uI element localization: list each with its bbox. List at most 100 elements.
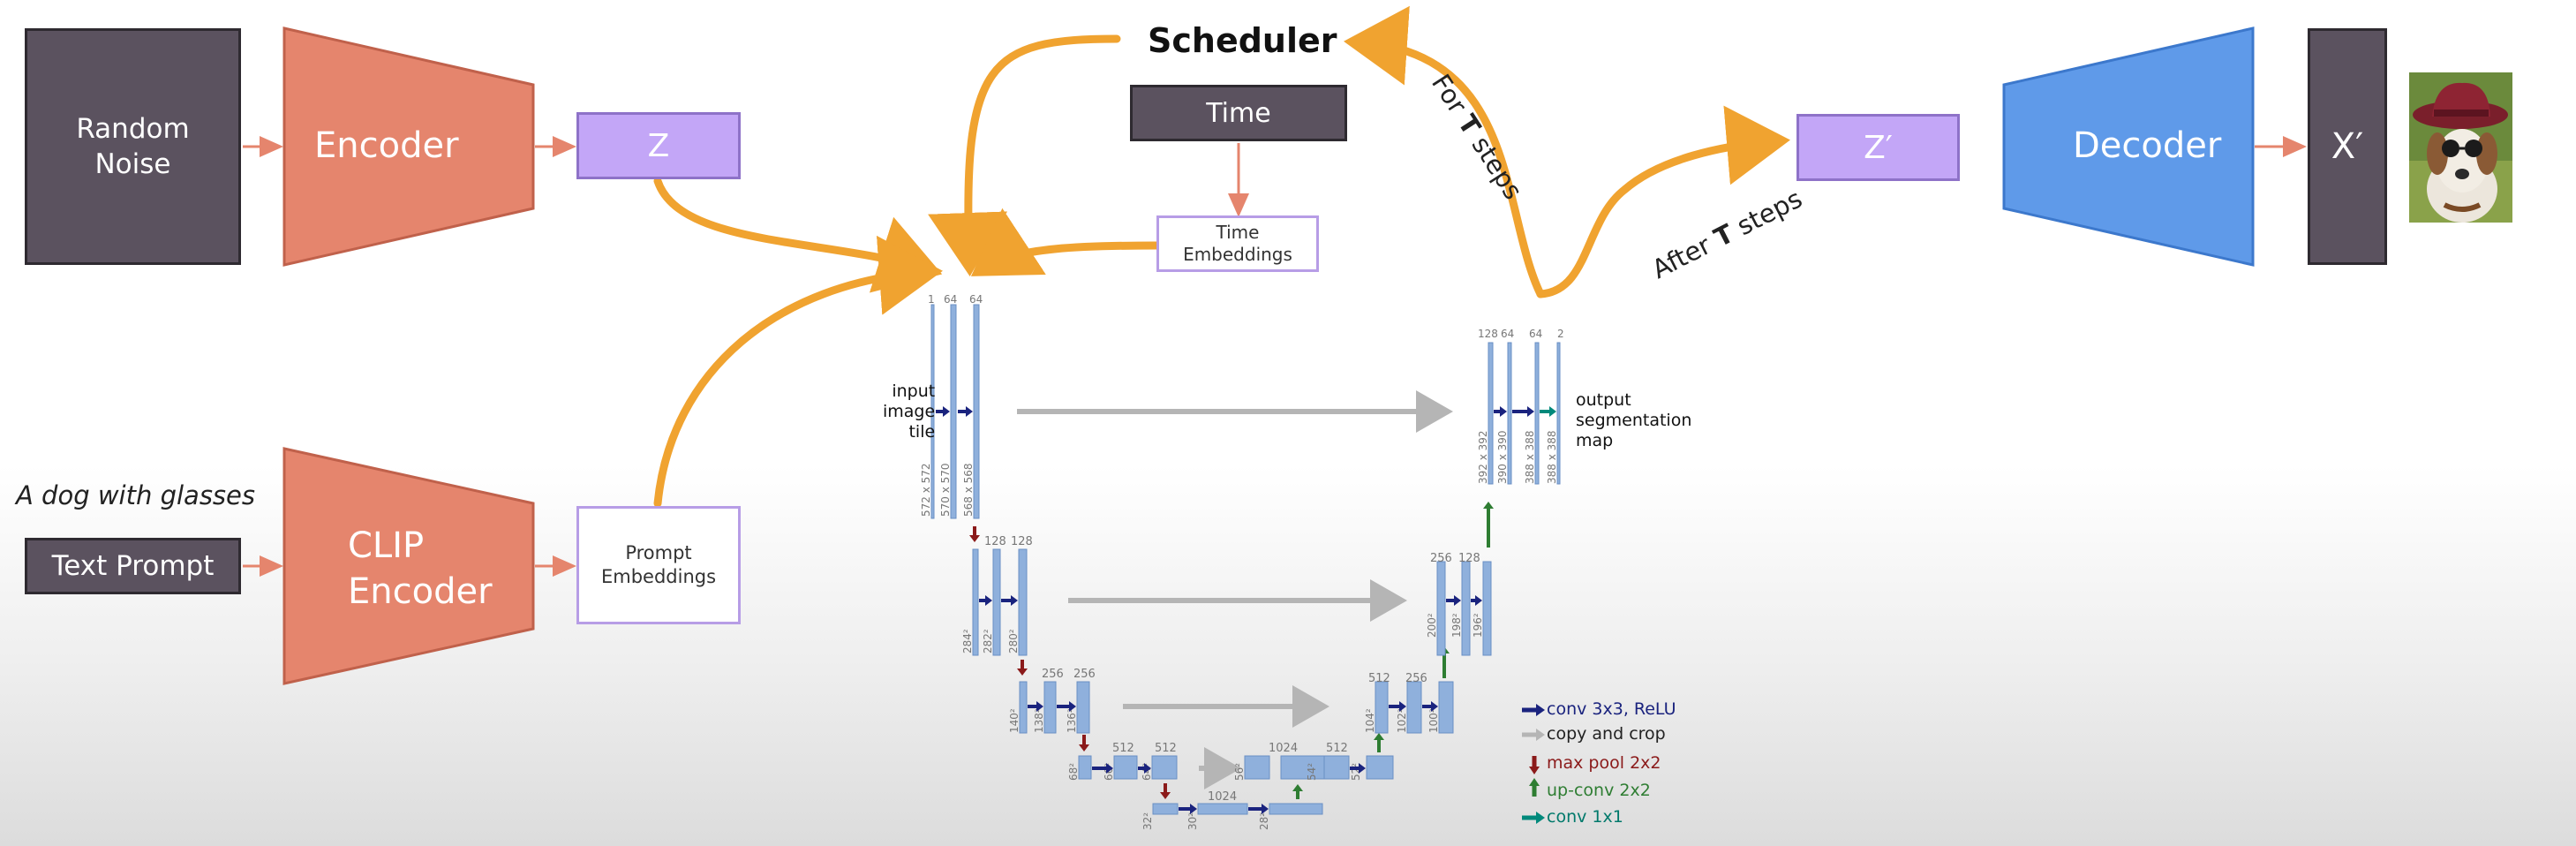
unet-l4-conv-arrow-2-head bbox=[1144, 763, 1151, 774]
unet-bottom-channel-0: 1024 bbox=[1208, 790, 1237, 804]
unet-l2-size-0: 284² bbox=[961, 629, 974, 653]
legend-conv-arrowhead bbox=[1536, 704, 1545, 716]
z-box: Z bbox=[576, 112, 741, 179]
unet-output-label: output segmentation map bbox=[1576, 390, 1692, 450]
generated-dog-image bbox=[2409, 72, 2512, 223]
unet-l1-channel-0: 1 bbox=[928, 293, 935, 306]
unet-up1-conv-arrow-1-head bbox=[1500, 406, 1507, 417]
unet-l2-maxpool-arrow-head bbox=[1017, 668, 1028, 676]
unet-l3-maxpool-arrow-head bbox=[1079, 744, 1089, 752]
unet-up1-bar-3 bbox=[1534, 342, 1540, 485]
legend-conv-text: conv 3x3, ReLU bbox=[1547, 699, 1676, 719]
z-prime-box: Z′ bbox=[1796, 114, 1960, 181]
text-prompt-box: Text Prompt bbox=[25, 538, 241, 594]
unet-up2-size-0: 200² bbox=[1426, 613, 1438, 638]
unet-l2-bar-1 bbox=[972, 548, 979, 656]
unet-l2-size-1: 282² bbox=[982, 629, 994, 653]
unet-bottom-size-1: 30² bbox=[1186, 812, 1199, 830]
unet-up4-conv-arrow-1-head bbox=[1359, 763, 1366, 774]
unet-up2-size-2: 196² bbox=[1472, 613, 1484, 638]
text-prompt-label: Text Prompt bbox=[51, 550, 215, 582]
prompt-caption: A dog with glasses bbox=[16, 480, 255, 510]
unet-l4-conv-arrow-1-head bbox=[1106, 763, 1113, 774]
unet-up4-upconv-arrow-head bbox=[1374, 733, 1384, 740]
unet-up4-bar-3 bbox=[1323, 755, 1350, 780]
unet-up3-bar-2 bbox=[1406, 681, 1422, 734]
unet-up1-channel-3: 2 bbox=[1557, 328, 1564, 340]
unet-bottom-size-2: 28² bbox=[1258, 812, 1270, 830]
unet-up2-size-1: 198² bbox=[1450, 613, 1463, 638]
legend-upconv-arrowhead bbox=[1529, 778, 1540, 786]
time-label: Time bbox=[1206, 97, 1271, 129]
unet-up4-bar-4 bbox=[1366, 755, 1394, 780]
encoder-label: Encoder bbox=[314, 125, 459, 166]
unet-up3-conv-arrow-2-head bbox=[1431, 701, 1438, 712]
unet-bottom-conv-arrow-2-head bbox=[1262, 804, 1269, 814]
unet-l1-bar-3 bbox=[973, 304, 980, 519]
x-prime-label: X′ bbox=[2331, 126, 2364, 167]
unet-l3-bar-2 bbox=[1043, 681, 1057, 734]
unet-up2-channel-1: 128 bbox=[1458, 552, 1480, 565]
unet-l4-channel-0: 512 bbox=[1112, 742, 1134, 755]
unet-up3-size-2: 100² bbox=[1427, 708, 1440, 733]
unet-l4-bar-1 bbox=[1078, 755, 1092, 780]
legend-maxpool-text: max pool 2x2 bbox=[1547, 753, 1661, 773]
legend-copy-arrowhead bbox=[1536, 729, 1545, 741]
unet-up1-size-2: 388 x 388 bbox=[1524, 430, 1536, 484]
unet-up1-channel-1: 64 bbox=[1501, 328, 1514, 340]
prompt-embeddings-box: Prompt Embeddings bbox=[576, 506, 741, 624]
unet-up2-conv-arrow-2-head bbox=[1475, 595, 1482, 606]
unet-up3-channel-0: 512 bbox=[1368, 672, 1390, 685]
unet-up3-conv-arrow-1-head bbox=[1399, 701, 1406, 712]
unet-up1-bar-4 bbox=[1556, 342, 1561, 485]
unet-up1-size-3: 388 x 388 bbox=[1546, 430, 1558, 484]
time-embeddings-box: Time Embeddings bbox=[1156, 215, 1319, 272]
unet-l2-conv-arrow-2-head bbox=[1011, 595, 1018, 606]
prompt-embeddings-label: Prompt Embeddings bbox=[600, 542, 717, 587]
unet-l3-size-0: 140² bbox=[1008, 708, 1021, 733]
unet-l2-channel-0: 128 bbox=[984, 535, 1006, 548]
unet-legend bbox=[1522, 704, 1545, 824]
unet-up4-size-1: 54² bbox=[1306, 763, 1318, 781]
unet-l2-channel-1: 128 bbox=[1011, 535, 1033, 548]
unet-up3-bar-3 bbox=[1438, 681, 1454, 734]
unet-l3-conv-arrow-2-head bbox=[1069, 701, 1076, 712]
unet-up1-channel-2: 64 bbox=[1529, 328, 1542, 340]
unet-l4-channel-1: 512 bbox=[1155, 742, 1177, 755]
clip-encoder-label: CLIP Encoder bbox=[348, 525, 493, 612]
random-noise-label: Random Noise bbox=[76, 113, 190, 180]
unet-bottom-bar-3 bbox=[1269, 803, 1323, 815]
unet-bottom-size-0: 32² bbox=[1141, 812, 1154, 830]
unet-bottom-upconv-arrow-head bbox=[1292, 784, 1303, 791]
unet-up3-channel-1: 256 bbox=[1405, 672, 1427, 685]
z-label: Z bbox=[647, 127, 670, 164]
legend-copy-text: copy and crop bbox=[1547, 724, 1666, 744]
unet-up1-size-1: 390 x 390 bbox=[1496, 430, 1509, 484]
unet-bottom-conv-arrow-1-head bbox=[1190, 804, 1197, 814]
unet-l1-channel-1: 64 bbox=[944, 293, 957, 306]
prompt-embeddings-to-unet-arrow bbox=[653, 235, 943, 508]
time-box: Time bbox=[1130, 85, 1347, 141]
unet-up2-bar-2 bbox=[1461, 561, 1471, 656]
unet-l3-bar-3 bbox=[1076, 681, 1090, 734]
unet-l4-bar-2 bbox=[1113, 755, 1138, 780]
unet-l3-size-2: 136² bbox=[1066, 708, 1078, 733]
unet-up1-bar-2 bbox=[1507, 342, 1512, 485]
unet-bottom-bar-2 bbox=[1197, 803, 1248, 815]
unet-up2-bar-3 bbox=[1482, 561, 1492, 656]
unet-up1-channel-0: 128 bbox=[1478, 328, 1498, 340]
unet-up2-upconv-arrow-head bbox=[1483, 502, 1494, 509]
unet-up4-channel-0: 1024 bbox=[1269, 742, 1298, 755]
unet-l3-size-1: 138² bbox=[1033, 708, 1045, 733]
unet-up3-size-1: 102² bbox=[1396, 708, 1408, 733]
unet-up1-bar-1 bbox=[1488, 342, 1494, 485]
encoder-shape bbox=[282, 26, 535, 267]
time-embeddings-label: Time Embeddings bbox=[1183, 222, 1292, 265]
scheduler-to-unet-arrow bbox=[928, 34, 1121, 276]
unet-l1-conv-arrow-1-head bbox=[943, 406, 950, 417]
clip-encoder-shape bbox=[282, 447, 535, 685]
unet-l1-bar-1 bbox=[930, 304, 935, 519]
unet-l1-conv-arrow-2-head bbox=[966, 406, 973, 417]
